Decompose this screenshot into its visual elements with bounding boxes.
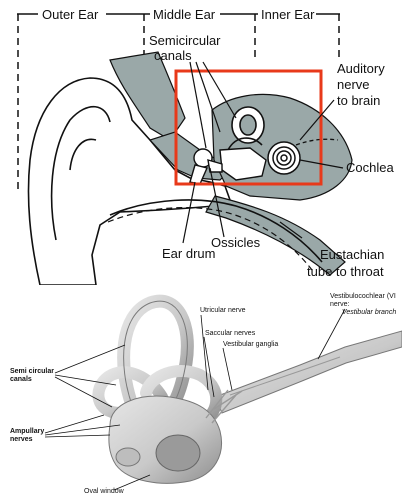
semi-circular-canals-label-line2: canals bbox=[10, 376, 32, 383]
eustachian-tube-label-line1: Eustachian bbox=[320, 247, 384, 262]
semicircular-canals-label-line1: Semicircular bbox=[149, 33, 221, 48]
ampullary-nerves-label-line2: nerves bbox=[10, 436, 33, 443]
cochlea-spiral bbox=[268, 142, 300, 174]
vestibulocochlear-label-line2: nerve: bbox=[330, 301, 350, 308]
vestibule-body bbox=[109, 396, 222, 483]
middle-ear-label: Middle Ear bbox=[153, 7, 216, 22]
ear-drum-label: Ear drum bbox=[162, 246, 215, 261]
oval-window-label: Oval window bbox=[84, 488, 125, 495]
inner-ear-label: Inner Ear bbox=[261, 7, 315, 22]
ear-cross-section-diagram: Outer Ear Middle Ear Inner Ear Semicircu… bbox=[0, 0, 402, 285]
semi-circular-canals-label-line1: Semi circular bbox=[10, 368, 54, 375]
vestibulocochlear-label-line1: Vestibulocochlear (VI bbox=[330, 293, 396, 300]
cochlea-label: Cochlea bbox=[346, 160, 394, 175]
auditory-nerve-label-line3: to brain bbox=[337, 93, 380, 108]
saccular-nerves-label: Saccular nerves bbox=[205, 330, 256, 337]
auditory-nerve-label-line1: Auditory bbox=[337, 61, 385, 76]
vestibular-branch-label: Vestibular branch bbox=[342, 309, 396, 316]
inner-ear-labyrinth-diagram: Utricular nerve Saccular nerves Vestibul… bbox=[0, 285, 402, 501]
outer-ear-label: Outer Ear bbox=[42, 7, 99, 22]
ampullary-nerves-label-line1: Ampullary bbox=[10, 428, 44, 435]
auditory-nerve-label-line2: nerve bbox=[337, 77, 370, 92]
eustachian-tube-label-line2: tube to throat bbox=[307, 264, 384, 279]
semicircular-canals-label-line2: canals bbox=[154, 48, 192, 63]
ossicles-label: Ossicles bbox=[211, 235, 261, 250]
utricular-nerve-label: Utricular nerve bbox=[200, 307, 246, 314]
vestibular-ganglia-label: Vestibular ganglia bbox=[223, 341, 278, 348]
